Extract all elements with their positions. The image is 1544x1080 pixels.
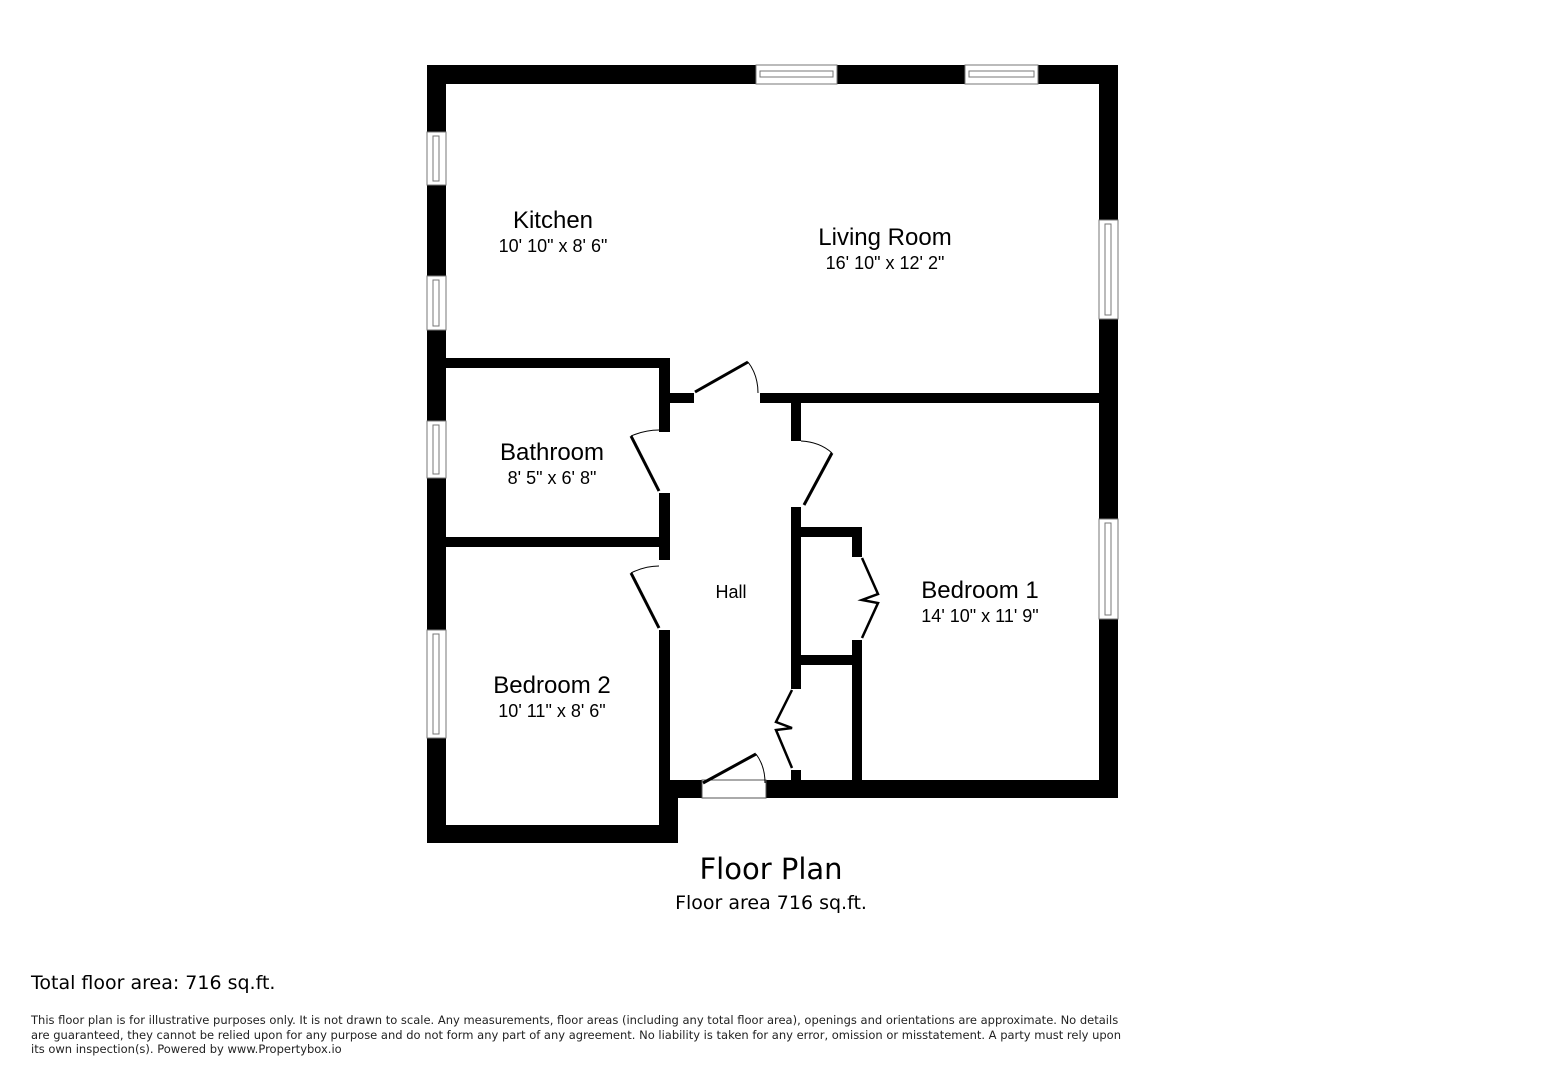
- room-name: Hall: [715, 582, 747, 602]
- door-wardrobe-bedroom-1: [857, 557, 880, 639]
- room-dimensions: 16' 10" x 12' 2": [825, 253, 945, 273]
- room-name: Bedroom 1: [921, 577, 1039, 604]
- total-floor-area: Total floor area: 716 sq.ft.: [31, 972, 276, 994]
- plan-floor-area: Floor area 716 sq.ft.: [675, 892, 867, 914]
- window-kitchen-2: [426, 275, 447, 331]
- room-name: Living Room: [818, 224, 952, 251]
- door-bedroom-2: [629, 565, 661, 629]
- disclaimer-text: This floor plan is for illustrative purp…: [31, 1013, 1122, 1056]
- room-kitchen: Kitchen 10' 10" x 8' 6": [499, 207, 608, 257]
- window-bathroom: [426, 420, 447, 479]
- room-hall: Hall: [715, 581, 746, 603]
- room-bedroom-1: Bedroom 1 14' 10" x 11' 9": [921, 577, 1038, 627]
- window-kitchen-1: [426, 131, 447, 186]
- room-name: Bedroom 2: [493, 672, 611, 699]
- windows: [426, 64, 1119, 739]
- interior-walls: [446, 358, 1100, 790]
- door-living-room: [694, 360, 759, 394]
- room-dimensions: 10' 11" x 8' 6": [498, 701, 606, 721]
- door-hall-cupboard: [774, 689, 794, 769]
- room-dimensions: 10' 10" x 8' 6": [498, 236, 608, 256]
- window-top-2: [964, 64, 1039, 85]
- window-bedroom1: [1098, 518, 1119, 620]
- window-top-1: [755, 64, 838, 85]
- room-bedroom-2: Bedroom 2 10' 11" x 8' 6": [493, 672, 610, 722]
- plan-title: Floor Plan: [699, 852, 843, 886]
- room-bathroom: Bathroom 8' 5" x 6' 8": [500, 439, 604, 489]
- door-bedroom-1: [800, 440, 834, 506]
- doors: [629, 360, 880, 799]
- room-name: Kitchen: [512, 207, 594, 234]
- room-dimensions: 8' 5" x 6' 8": [507, 468, 597, 488]
- window-living: [1098, 219, 1119, 320]
- door-entrance: [701, 752, 767, 799]
- room-living-room: Living Room 16' 10" x 12' 2": [818, 224, 951, 274]
- room-name: Bathroom: [499, 439, 605, 466]
- window-bedroom2: [426, 629, 447, 739]
- room-dimensions: 14' 10" x 11' 9": [921, 606, 1039, 626]
- door-bathroom: [629, 429, 661, 492]
